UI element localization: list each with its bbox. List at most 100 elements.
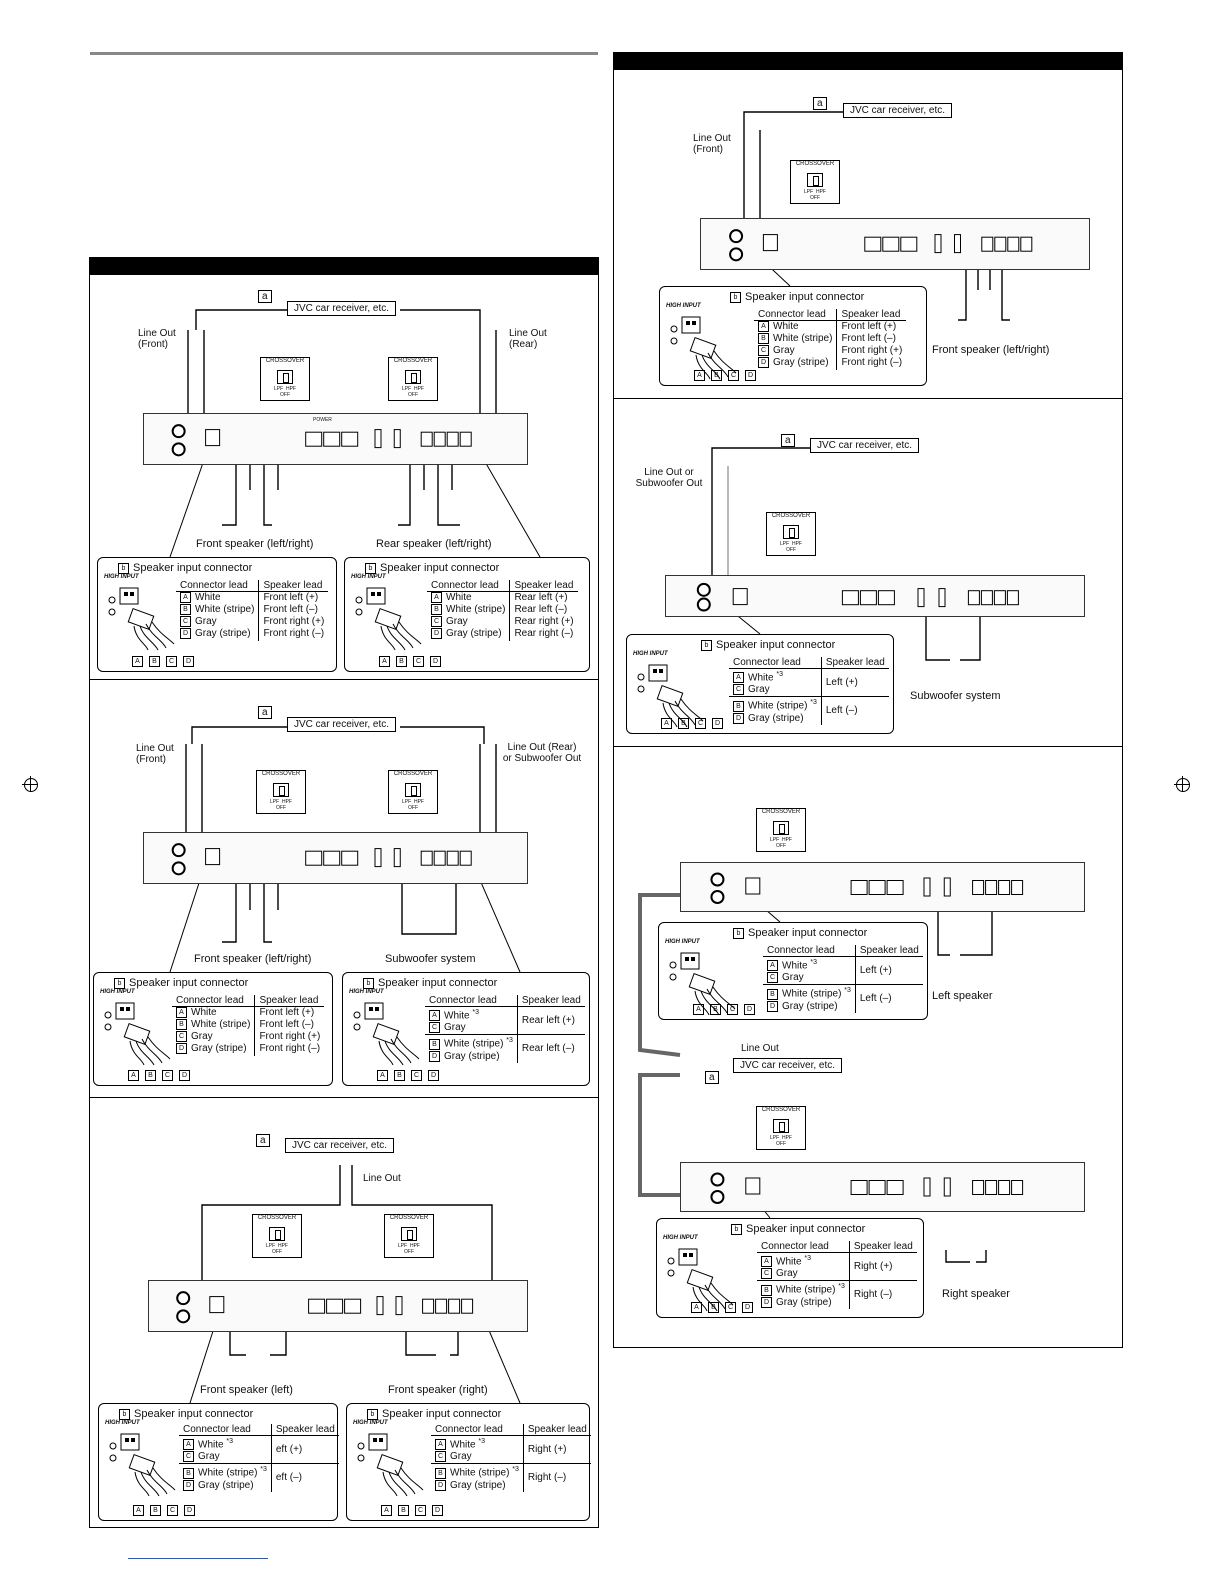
connector-plug-icon [353,1002,420,1066]
col-speaker-header: Speaker lead [820,657,889,669]
lead-letter: A [733,672,744,684]
lead-letter: A [694,369,705,381]
col-connector-header: Connector lead [176,580,259,592]
lead-letter: A [435,1439,446,1451]
lead-letter: C [183,1451,194,1463]
lead-letter: B [150,1504,161,1516]
lead-letter: A [691,1301,702,1313]
col-speaker-header: Speaker lead [854,945,923,957]
connector-plug-icon [669,952,736,1016]
speaker-cell: eft (+) [270,1435,339,1464]
note-mark: *3 [810,699,817,707]
lead-letter: D [430,655,441,667]
speaker-cell: Front left (+) [258,591,329,605]
lead-letter: C [162,1069,173,1081]
registration-mark-right [1174,776,1190,792]
col-connector-header: Connector lead [425,995,518,1007]
receiver-box: JVC car receiver, etc. [285,1138,395,1153]
speaker-cell: Front right (+) [258,616,329,629]
front-left-speaker-label: Front speaker (left) [200,1384,293,1396]
connector-plug-icon [670,316,737,380]
lead-letter: B [394,1069,405,1081]
lead-letter: D [767,1000,778,1012]
rear-speaker-label: Rear speaker (left/right) [376,538,492,550]
lead-letter: C [411,1069,422,1081]
amplifier [143,413,528,465]
lead-letter: A [758,321,769,332]
registration-mark-left [22,776,38,792]
note-mark: *3 [472,1009,479,1016]
lead-letter: D [742,1301,753,1313]
receiver-box: JVC car receiver, etc. [287,717,397,732]
lead-letter: B [429,1038,440,1050]
receiver-box: JVC car receiver, etc. [287,301,397,316]
col-connector-header: Connector lead [172,995,255,1007]
speaker-cell: Rear left (+) [516,1006,585,1035]
lead-letter: D [744,1003,755,1015]
speaker-cell: Rear right (–) [509,628,578,641]
line-out-front-label: Line Out (Front) [136,743,174,765]
lead-letter: B [176,1019,187,1031]
col-speaker-header: Speaker lead [522,1424,591,1436]
lead-letter: A [379,655,390,667]
speaker-cell: Front left (–) [258,604,329,617]
receiver-box: JVC car receiver, etc. [733,1058,843,1073]
receiver-box: JVC car receiver, etc. [810,438,920,453]
lead-letter: D [179,1069,190,1081]
amplifier [680,862,1085,912]
speaker-cell: Rear left (–) [516,1034,585,1063]
connector-plug-icon [108,587,175,651]
letter-a: a [258,706,272,719]
line-out-front-label: Line Out (Front) [693,133,731,155]
connector-plug-icon [104,1002,171,1066]
col-speaker-header: Speaker lead [270,1424,339,1436]
speaker-cell: Front right (–) [254,1043,325,1056]
note-mark: *3 [844,987,851,995]
col-speaker-header: Speaker lead [516,995,585,1007]
amplifier-panel-drawing [696,582,1019,612]
lead-letter: C [435,1451,446,1463]
right-panel-header-bar [613,52,1123,70]
lead-letter: A [693,1003,704,1015]
note-mark: *3 [810,959,817,966]
note-mark: *3 [260,1466,267,1474]
